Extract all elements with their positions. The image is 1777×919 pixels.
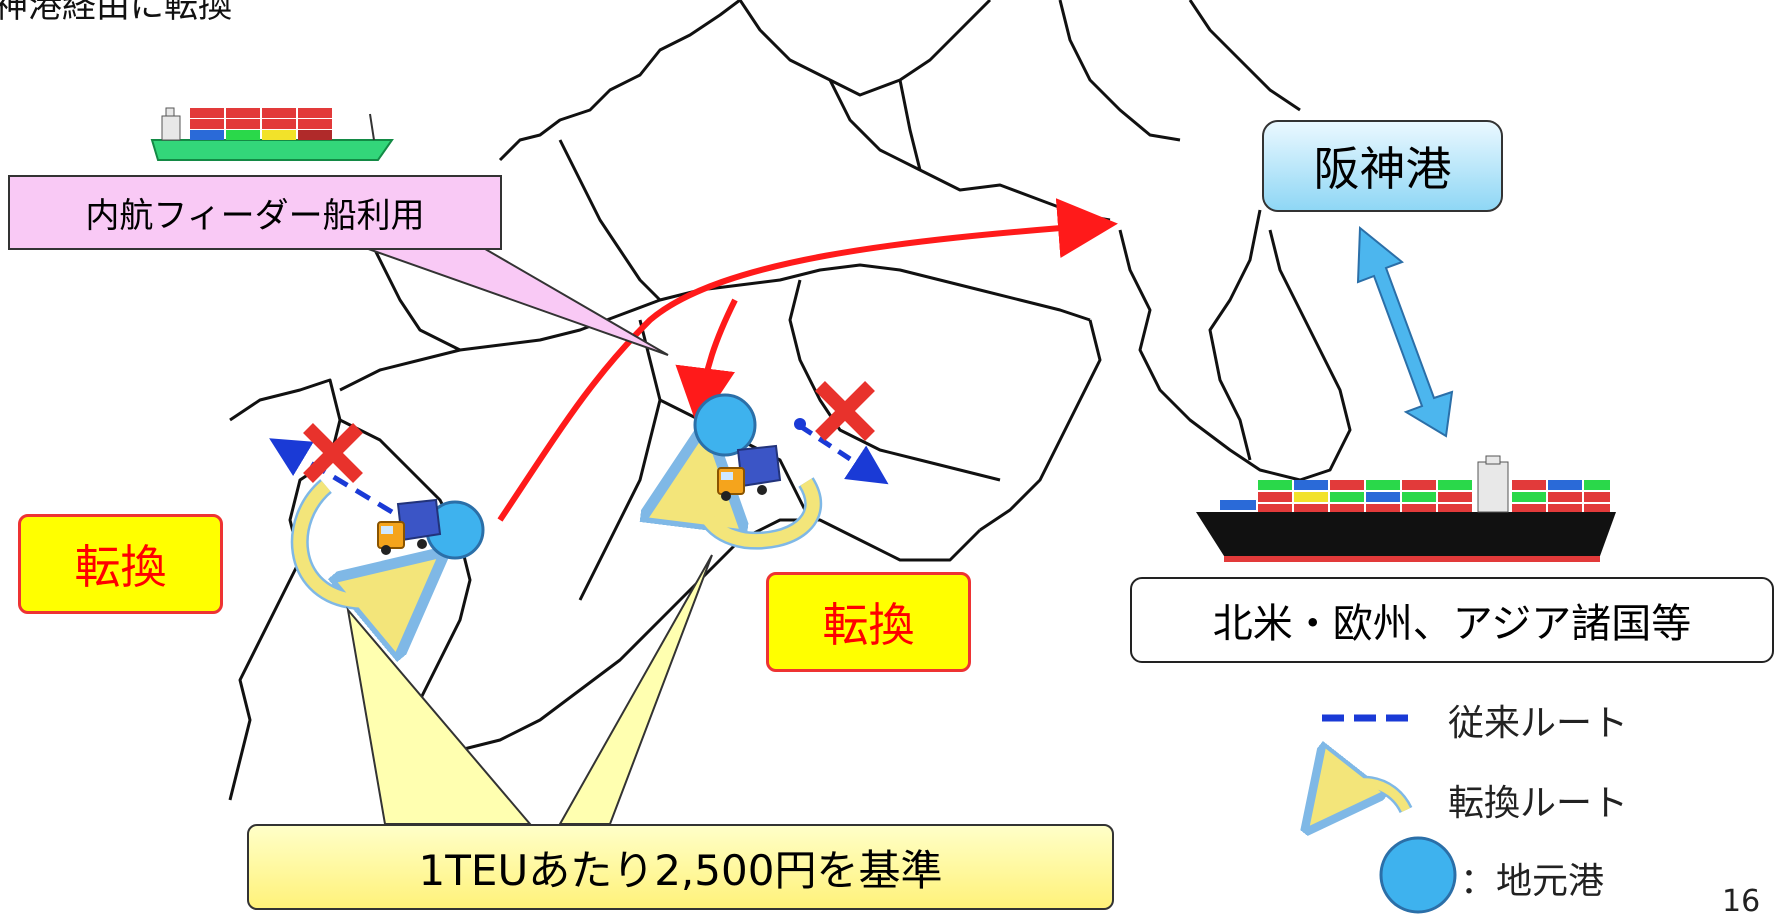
sea-route-double-arrow-icon — [1356, 225, 1454, 438]
destinations-label: 北米・欧州、アジア諸国等 — [1130, 577, 1774, 663]
large-container-ship-icon — [1196, 455, 1616, 562]
conventional-route-right — [798, 423, 889, 485]
shikoku-south-coast — [379, 518, 982, 782]
feeder-route-branch — [675, 298, 738, 428]
shikoku-pref-border-1 — [578, 319, 662, 601]
inner-border-3 — [898, 79, 922, 171]
cost-callout-pointer-left — [346, 606, 533, 825]
legend-local-port-icon — [1379, 836, 1457, 914]
legend-switched-route-label: 転換ルート — [1448, 783, 1629, 824]
legend-local-port-label: ：地元港 — [1460, 861, 1605, 902]
chugoku-border-2 — [828, 79, 1111, 222]
hanshin-port-label: 阪神港 — [1262, 120, 1503, 212]
switch-label-left: 転換 — [18, 514, 223, 614]
feeder-route-to-hanshin — [497, 198, 1118, 522]
shikoku-north-coast — [339, 263, 1091, 392]
cost-callout: 1TEUあたり2,500円を基準 — [247, 824, 1114, 910]
shikoku-pref-border-2 — [788, 279, 1001, 482]
small-container-ship-icon — [150, 107, 394, 161]
cross-mark-icon — [815, 381, 875, 441]
kinki-coast — [1118, 229, 1352, 482]
page-title-partial: 神港経由に転換 — [0, 0, 232, 26]
legend-conventional-route-label: 従来ルート — [1448, 703, 1629, 744]
truck-icon — [377, 498, 442, 555]
legend-switched-route-icon — [1326, 778, 1411, 813]
chugoku-coast — [498, 0, 741, 162]
conventional-route-left — [269, 438, 394, 515]
feeder-callout-pointer — [359, 245, 669, 356]
local-port-right — [693, 393, 757, 457]
feeder-callout: 内航フィーダー船利用 — [8, 175, 502, 250]
shikoku-east-coast — [979, 319, 1102, 532]
page-number: 16 — [1722, 884, 1761, 919]
switch-arrow-right-icon — [692, 474, 820, 548]
truck-icon — [717, 444, 782, 501]
inner-border-2 — [558, 139, 662, 302]
switch-label-right: 転換 — [766, 572, 971, 672]
chugoku-border-1 — [738, 0, 992, 97]
kinki-border — [1208, 209, 1262, 461]
switch-arrow-left-icon — [293, 481, 409, 608]
chugoku-border-3 — [1058, 0, 1181, 142]
cross-mark-icon — [303, 423, 363, 483]
conventional-route-right-origin — [794, 418, 806, 430]
kyushu-coast — [228, 378, 342, 801]
chugoku-border-4 — [1188, 0, 1301, 112]
